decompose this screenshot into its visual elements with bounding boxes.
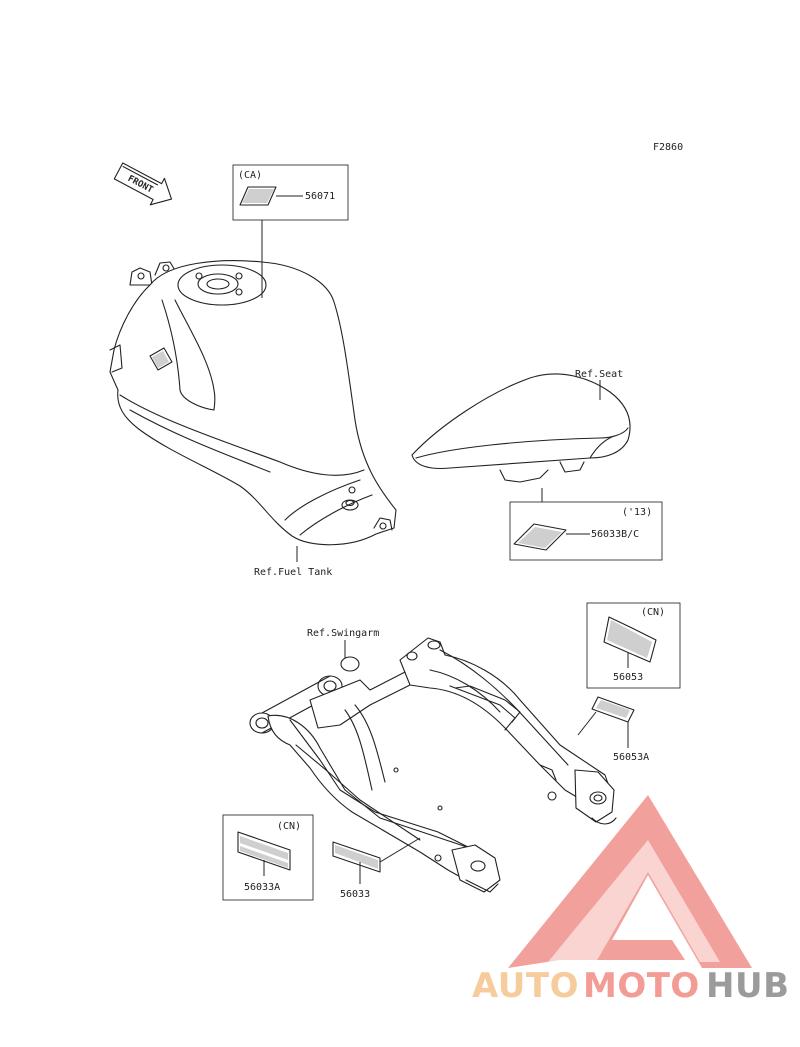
callout-56053: (CN) 56053 bbox=[586, 602, 681, 689]
callout-56033a: (CN) 56033A bbox=[222, 814, 314, 901]
automotohub-logo: AUTO MOTO HUB bbox=[472, 795, 789, 1006]
part-56033bc: 56033B/C bbox=[591, 529, 639, 540]
logo-word-moto: MOTO bbox=[583, 966, 700, 1006]
region-cn-56033a: (CN) bbox=[277, 821, 301, 832]
part-56033: 56033 bbox=[340, 889, 370, 900]
seat bbox=[411, 373, 631, 483]
callout-56033bc: ('13) 56033B/C bbox=[509, 488, 663, 561]
part-56053a: 56053A bbox=[613, 752, 649, 763]
region-13: ('13) bbox=[622, 507, 652, 518]
callout-56033: 56033 bbox=[332, 837, 421, 900]
fuel-tank-ref-label: Ref.Fuel Tank bbox=[254, 567, 332, 578]
figure-code: F2860 bbox=[653, 142, 683, 153]
swingarm-ref-label: Ref.Swingarm bbox=[307, 628, 379, 639]
swingarm bbox=[249, 637, 617, 893]
logo-word-hub: HUB bbox=[706, 966, 789, 1006]
front-arrow-icon: FRONT bbox=[113, 162, 173, 206]
fuel-tank bbox=[109, 260, 397, 546]
logo-word-auto: AUTO bbox=[472, 966, 579, 1006]
seat-ref-label: Ref.Seat bbox=[575, 369, 623, 380]
callout-56053a: 56053A bbox=[577, 696, 649, 763]
callout-56071: (CA) 56071 bbox=[232, 164, 349, 298]
part-56033a: 56033A bbox=[244, 882, 280, 893]
region-cn-56053: (CN) bbox=[641, 607, 665, 618]
region-ca: (CA) bbox=[238, 170, 262, 181]
part-56071: 56071 bbox=[305, 191, 335, 202]
part-56053: 56053 bbox=[613, 672, 643, 683]
